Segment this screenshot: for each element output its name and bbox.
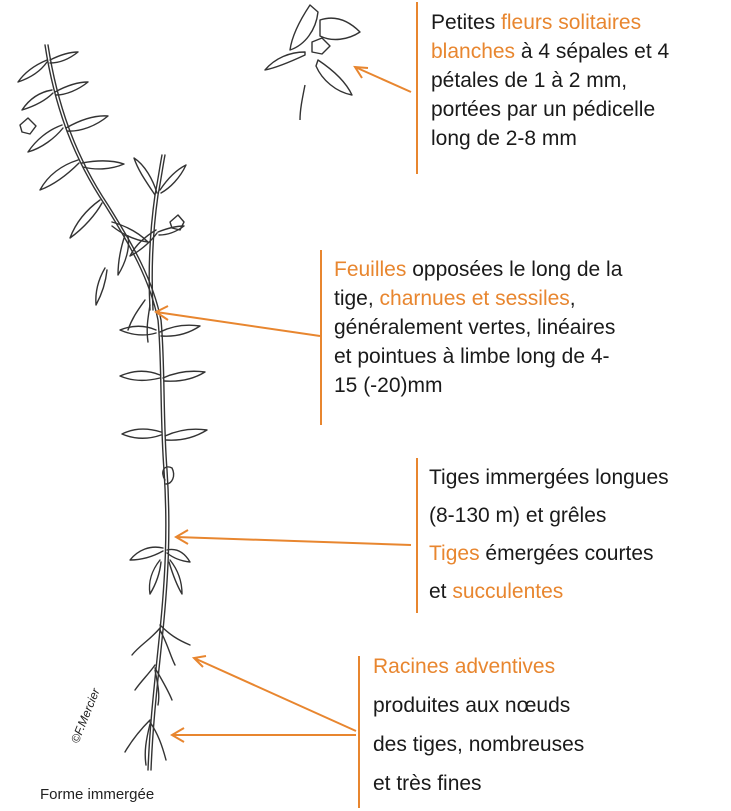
- leader-leaves: [156, 312, 320, 336]
- stems-annotation-bar: [416, 458, 418, 613]
- stems-annotation: Tiges immergées longues (8-130 m) et grê…: [429, 463, 729, 606]
- flower-annotation-bar: [416, 2, 418, 174]
- illustration-caption: Forme immergée: [40, 786, 154, 803]
- leader-roots-1: [194, 658, 356, 731]
- leaves-annotation: Feuilles opposées le long de la tige, ch…: [334, 255, 729, 400]
- leader-stems: [176, 537, 411, 545]
- leaves-annotation-bar: [320, 250, 322, 425]
- main-stem: [45, 45, 166, 770]
- leader-flower: [355, 67, 411, 92]
- flower-annotation: Petites fleurs solitaires blanches à 4 s…: [431, 8, 731, 153]
- leader-lines: [156, 67, 411, 742]
- flower-detail: [265, 5, 360, 120]
- roots-lower: [125, 720, 166, 765]
- roots-annotation: Racines adventives produites aux nœuds d…: [373, 652, 673, 798]
- plant-drawing: [18, 45, 207, 770]
- roots-annotation-bar: [358, 656, 360, 808]
